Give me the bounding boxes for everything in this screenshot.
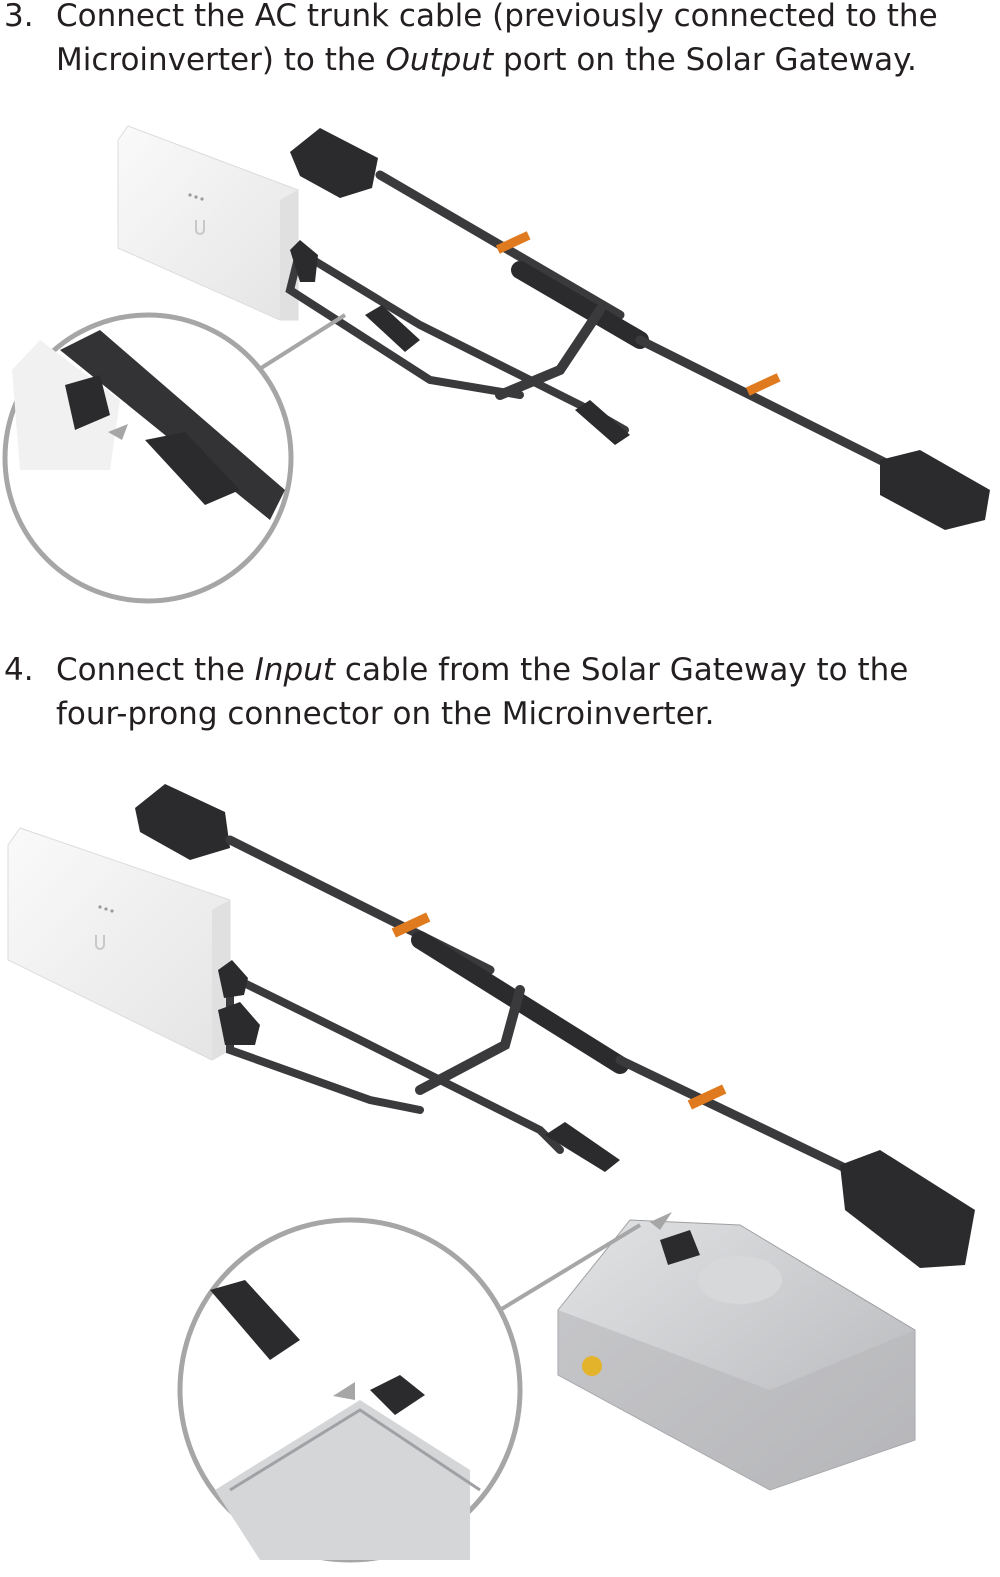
step-number: 4. <box>4 648 34 692</box>
text-run: cable from the Solar Gateway to the <box>335 652 908 688</box>
step-4-instruction: 4. Connect the Input cable from the Sola… <box>0 648 990 738</box>
text-run: port on the Solar Gateway. <box>493 42 917 78</box>
step-line: Connect the Input cable from the Solar G… <box>56 648 986 692</box>
magnifier-callout-icon <box>180 1220 640 1560</box>
step-text: Connect the Input cable from the Solar G… <box>56 648 986 736</box>
solar-gateway-icon <box>8 828 230 1060</box>
step-line: Connect the AC trunk cable (previously c… <box>56 0 986 38</box>
emphasis-output: Output <box>385 42 493 78</box>
step-3-instruction: 3. Connect the AC trunk cable (previousl… <box>0 0 990 84</box>
magnifier-callout-icon <box>5 315 345 601</box>
ac-trunk-cable-icon <box>135 784 975 1268</box>
text-run: Microinverter) to the <box>56 42 385 78</box>
emphasis-input: Input <box>255 652 335 688</box>
step-4-illustration <box>0 770 1000 1577</box>
step-line: Microinverter) to the Output port on the… <box>56 38 986 82</box>
step-3-illustration <box>0 110 1000 610</box>
step-line: four-prong connector on the Microinverte… <box>56 692 986 736</box>
step-text: Connect the AC trunk cable (previously c… <box>56 0 986 82</box>
ac-trunk-cable-icon <box>290 128 990 530</box>
step-number: 3. <box>4 0 34 38</box>
text-run: Connect the <box>56 652 255 688</box>
solar-gateway-icon <box>118 126 298 320</box>
microinverter-icon <box>558 1212 915 1490</box>
